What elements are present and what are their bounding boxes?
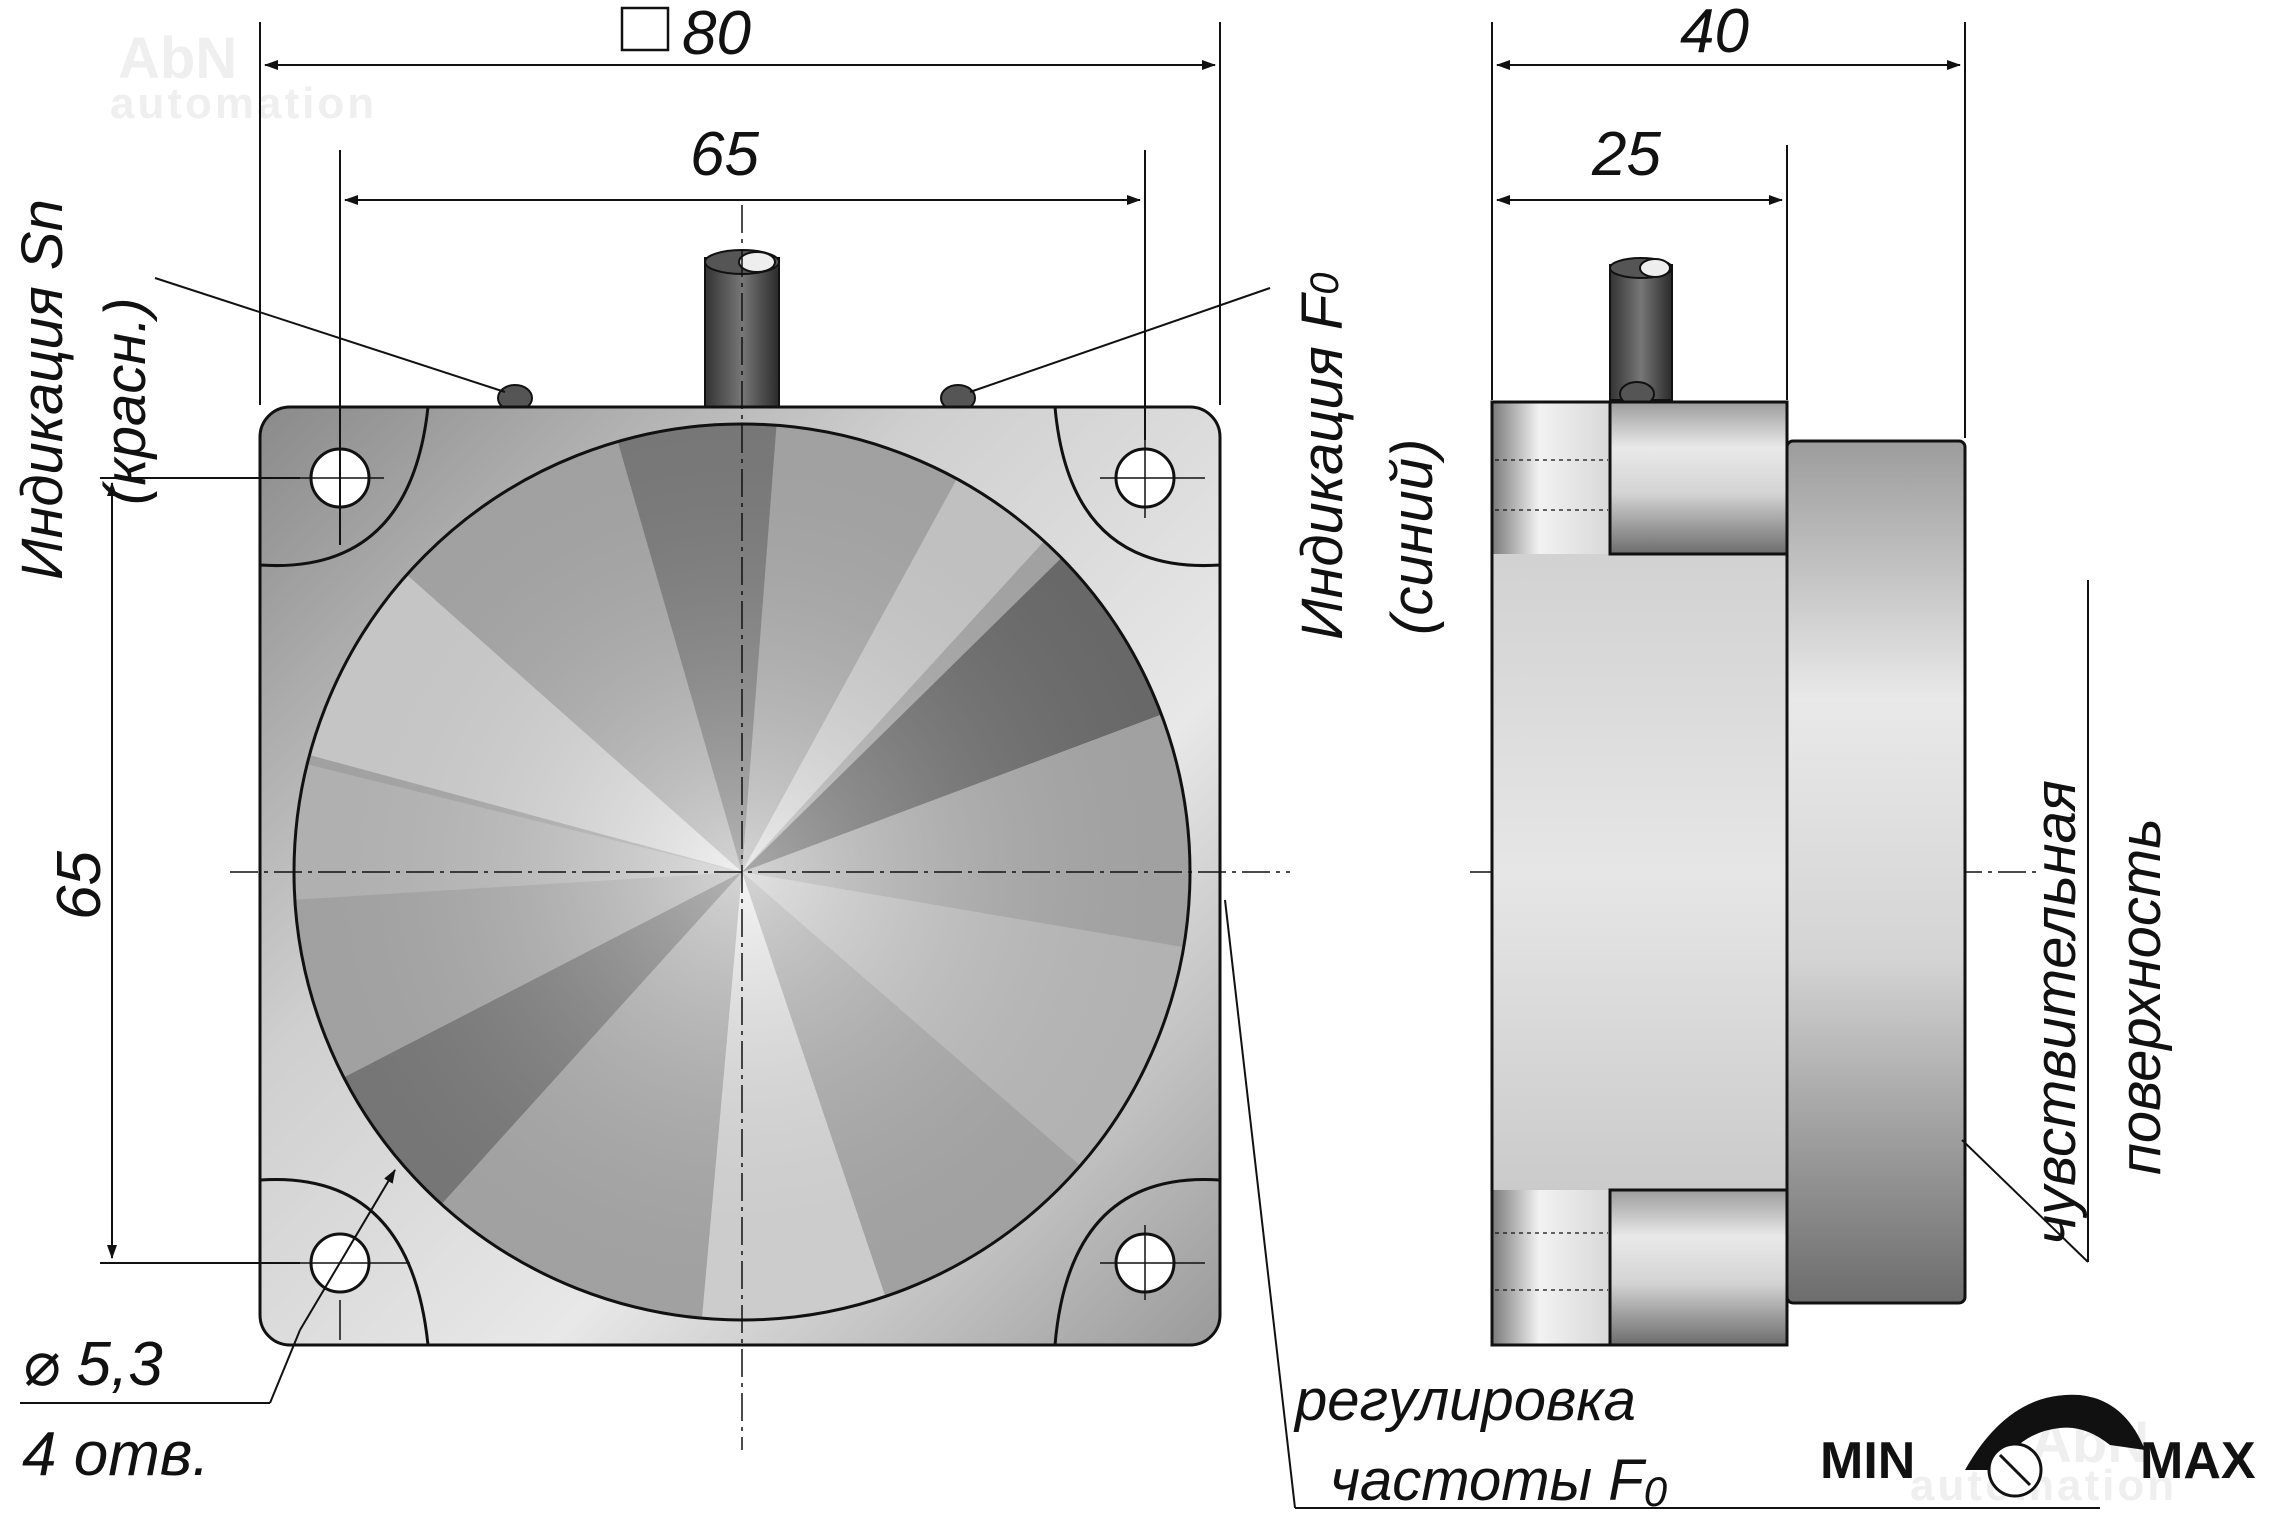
label-indication-sn: Индикация Sn (красн.) — [10, 199, 158, 580]
side-dimensions — [1491, 22, 2089, 1263]
svg-text:automation: automation — [1910, 1461, 2177, 1510]
label-freq-adjust: регулировка частоты F0 — [1293, 1368, 1668, 1515]
svg-text:Индикация F0: Индикация F0 — [1290, 272, 1355, 640]
svg-text:MIN: MIN — [1820, 1432, 1915, 1490]
dim-side-body: 25 — [1591, 120, 1661, 189]
dim-hole-diameter: ⌀ 5,3 — [22, 1330, 163, 1399]
dim-front-width: 80 — [620, 0, 751, 68]
svg-text:(синий): (синий) — [1380, 439, 1445, 635]
svg-text:AbN: AbN — [118, 26, 237, 91]
sensing-head-side — [1785, 439, 1967, 1305]
label-indication-f0: Индикация F0 (синий) — [1290, 272, 1445, 640]
svg-text:MAX: MAX — [2140, 1432, 2256, 1490]
square-symbol-icon — [620, 6, 670, 52]
side-cable — [1609, 264, 1673, 401]
front-view — [258, 249, 1222, 1347]
svg-text:Индикация Sn: Индикация Sn — [10, 199, 75, 580]
adjuster-dial: MIN MAX — [1820, 1394, 2256, 1498]
svg-text:(красн.): (красн.) — [93, 297, 158, 505]
front-dimensions — [20, 22, 2100, 1509]
svg-text:регулировка: регулировка — [1293, 1368, 1636, 1433]
svg-text:поверхность: поверхность — [2108, 818, 2173, 1175]
svg-text:частоты F0: частоты F0 — [1330, 1448, 1668, 1515]
svg-text:80: 80 — [682, 0, 751, 68]
svg-text:automation: automation — [110, 79, 377, 128]
side-view — [1490, 257, 1967, 1347]
label-sensing-surface: чувствительная поверхность — [2023, 780, 2173, 1245]
dim-hole-spacing-h: 65 — [690, 120, 759, 189]
svg-text:чувствительная: чувствительная — [2023, 780, 2088, 1245]
watermark-top: AbN automation — [110, 26, 377, 128]
dim-hole-count: 4 отв. — [22, 1420, 209, 1489]
dim-hole-spacing-v: 65 — [45, 851, 114, 920]
hole-crosshairs — [300, 440, 1205, 1340]
dim-side-total: 40 — [1680, 0, 1749, 66]
sensor-body-side — [1490, 400, 1789, 1347]
